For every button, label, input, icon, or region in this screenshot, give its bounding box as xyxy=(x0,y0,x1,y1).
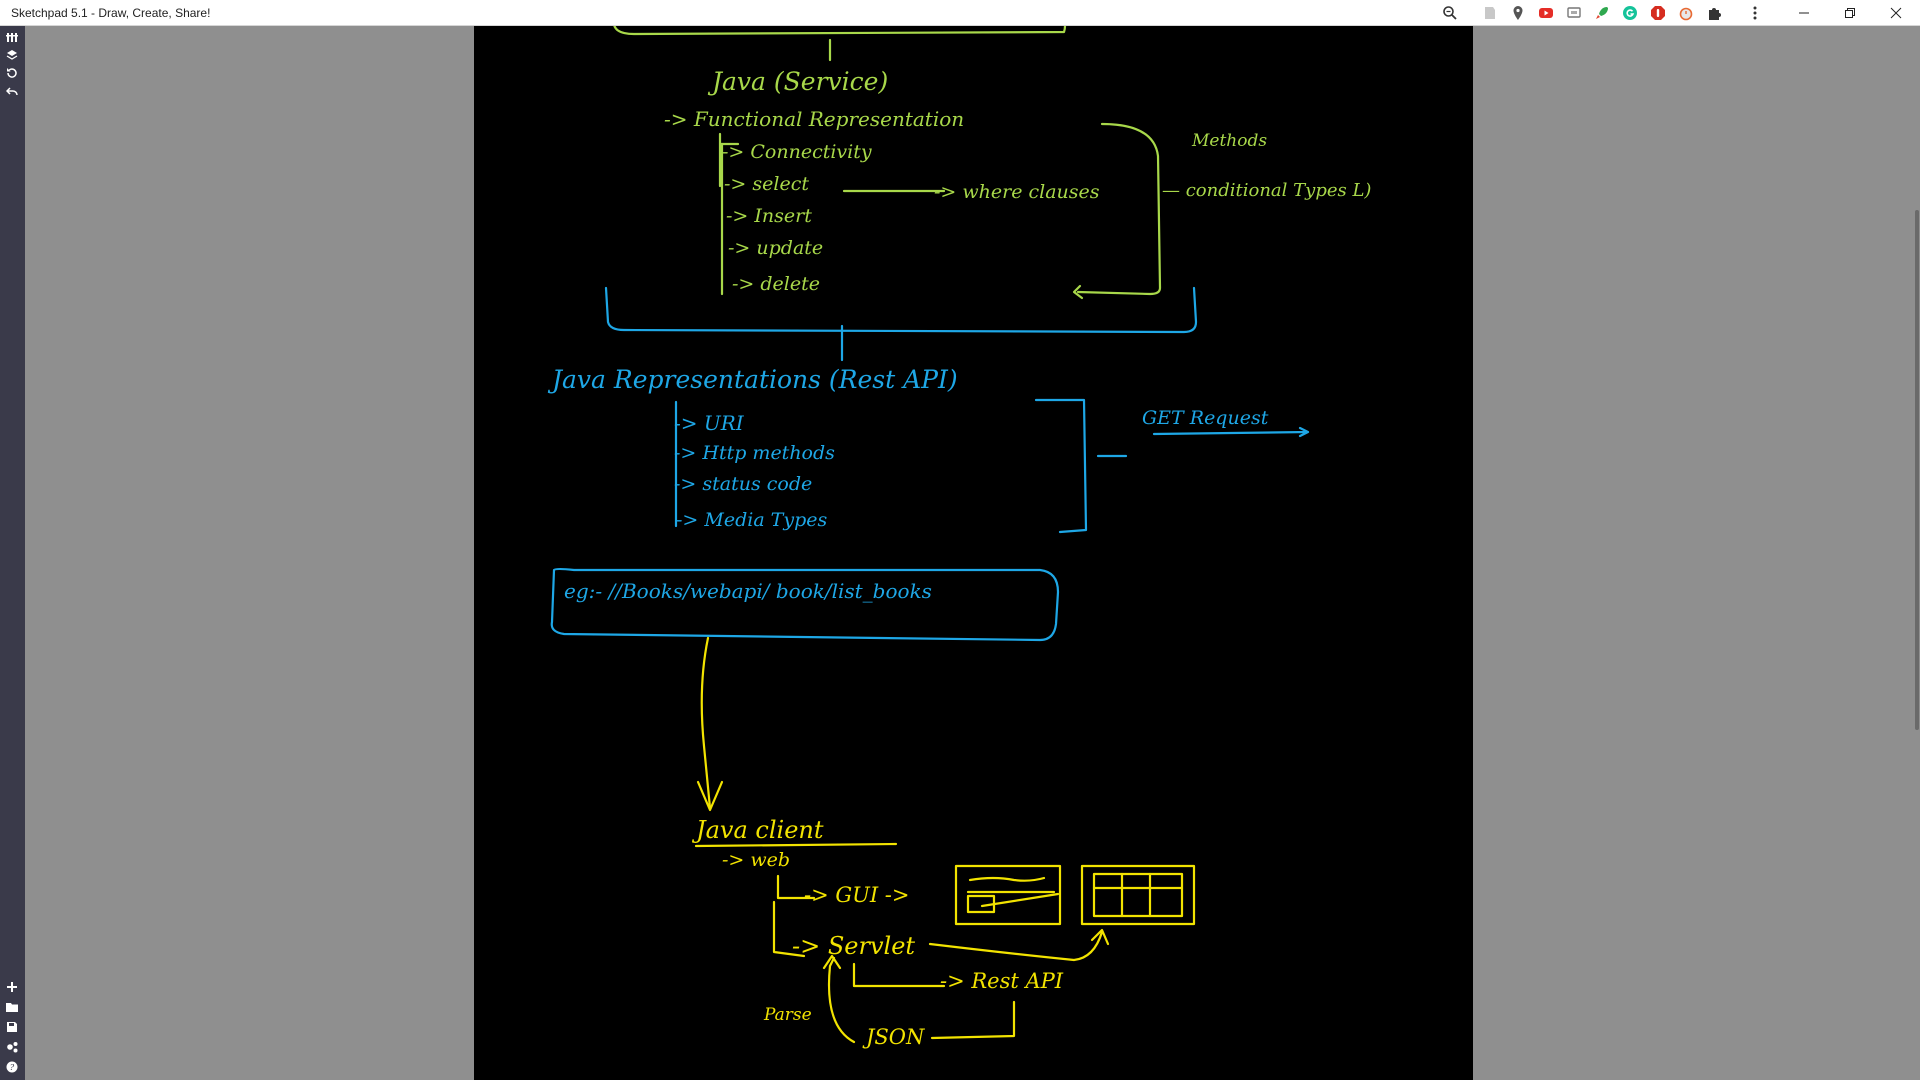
close-icon xyxy=(1890,7,1902,19)
green-bracket-arrowhead xyxy=(1072,284,1084,300)
folder-icon[interactable] xyxy=(5,1000,19,1014)
yellow-servlet-label: -> Servlet xyxy=(792,932,915,960)
green-item-select: -> select xyxy=(724,173,809,195)
title-bar: Sketchpad 5.1 - Draw, Create, Share! xyxy=(0,0,1920,26)
stop-icon[interactable] xyxy=(1649,4,1667,22)
yellow-servlet-to-table xyxy=(928,930,1104,962)
yellow-gui-window-link xyxy=(980,892,1060,908)
green-methods-label: Methods xyxy=(1191,131,1267,151)
blue-example-box xyxy=(550,567,1060,642)
help-icon[interactable]: ? xyxy=(5,1060,19,1074)
drawing-canvas[interactable]: Java (Service) -> Functional Representat… xyxy=(474,26,1473,1080)
blue-get-underline-arrow xyxy=(1152,426,1310,438)
save-icon[interactable] xyxy=(5,1020,19,1034)
minimize-button[interactable] xyxy=(1781,0,1827,26)
yellow-restapi-to-json xyxy=(930,1000,1016,1040)
undo-icon[interactable] xyxy=(5,84,19,98)
close-button[interactable] xyxy=(1873,0,1919,26)
blue-item-media-types: -> Media Types xyxy=(676,509,827,531)
yellow-parse-label: Parse xyxy=(763,1005,812,1025)
yellow-arrow-line xyxy=(700,636,712,810)
green-item-connectivity: -> Connectivity xyxy=(722,141,872,163)
location-pin-icon[interactable] xyxy=(1509,4,1527,22)
yellow-restapi-branch xyxy=(852,962,946,988)
blue-item-http-methods: -> Http methods xyxy=(674,442,835,464)
yellow-gui-branch xyxy=(776,874,816,900)
history-icon[interactable] xyxy=(5,66,19,80)
yellow-restapi-label: -> Rest API xyxy=(940,969,1064,993)
youtube-icon[interactable] xyxy=(1537,4,1555,22)
green-bracket-top xyxy=(613,26,1067,36)
blue-item-status-code: -> status code xyxy=(674,473,812,495)
layers-icon[interactable] xyxy=(5,48,19,62)
more-vert-icon[interactable] xyxy=(1746,4,1764,22)
restore-button[interactable] xyxy=(1827,0,1873,26)
yellow-arrowhead xyxy=(696,780,724,812)
blue-example-url: eg:- //Books/webapi/ book/list_books xyxy=(564,579,932,603)
blue-heading: Java Representations (Rest API) xyxy=(547,365,958,394)
rocket-icon[interactable] xyxy=(1593,4,1611,22)
tools-icon[interactable] xyxy=(5,30,19,44)
yellow-table-arrowhead xyxy=(1090,928,1110,946)
yellow-gui-label: -> GUI -> xyxy=(804,883,910,907)
green-where-clauses: -> where clauses xyxy=(934,181,1100,203)
yellow-heading: Java client xyxy=(691,816,824,844)
yellow-json-to-servlet xyxy=(822,954,856,1044)
scrollbar-thumb[interactable] xyxy=(1915,210,1919,730)
green-item-delete: -> delete xyxy=(732,273,820,295)
grammarly-icon[interactable] xyxy=(1621,4,1639,22)
window-title: Sketchpad 5.1 - Draw, Create, Share! xyxy=(11,6,211,20)
svg-text:?: ? xyxy=(10,1063,15,1072)
green-item-update: -> update xyxy=(728,237,823,259)
puzzle-icon[interactable] xyxy=(1705,4,1723,22)
share-icon[interactable] xyxy=(5,1040,19,1054)
extension-gray-icon[interactable] xyxy=(1481,4,1499,22)
yellow-json-label: JSON xyxy=(862,1025,925,1049)
green-subheading: -> Functional Representation xyxy=(664,107,964,131)
screen-icon[interactable] xyxy=(1565,4,1583,22)
blue-right-bracket xyxy=(1034,398,1088,534)
blue-bracket-top xyxy=(604,286,1198,334)
zoom-icon[interactable] xyxy=(1441,4,1459,22)
restore-icon xyxy=(1845,8,1855,18)
blue-item-uri: -> URI xyxy=(674,411,745,435)
green-conditional-types: — conditional Types L) xyxy=(1162,180,1371,201)
yellow-table-grid xyxy=(1092,872,1184,918)
yellow-servlet-branch xyxy=(772,900,806,958)
yellow-gui-window-scribble xyxy=(966,876,1056,894)
yellow-table-sketch xyxy=(1080,864,1196,926)
green-heading: Java (Service) xyxy=(707,67,888,96)
yellow-gui-window-sketch xyxy=(954,864,1062,926)
blue-get-request: GET Request xyxy=(1142,407,1269,429)
green-right-bracket xyxy=(1076,122,1162,296)
yellow-heading-underline xyxy=(694,842,898,848)
yellow-table-inner xyxy=(1092,872,1184,918)
yellow-web-label: -> web xyxy=(722,849,790,871)
sketch-drawing: Java (Service) -> Functional Representat… xyxy=(547,26,1371,1049)
left-toolbar: ? xyxy=(0,26,25,1080)
timer-icon[interactable] xyxy=(1677,4,1695,22)
green-item-insert: -> Insert xyxy=(726,205,812,227)
add-icon[interactable] xyxy=(5,980,19,994)
minimize-icon xyxy=(1799,12,1809,14)
